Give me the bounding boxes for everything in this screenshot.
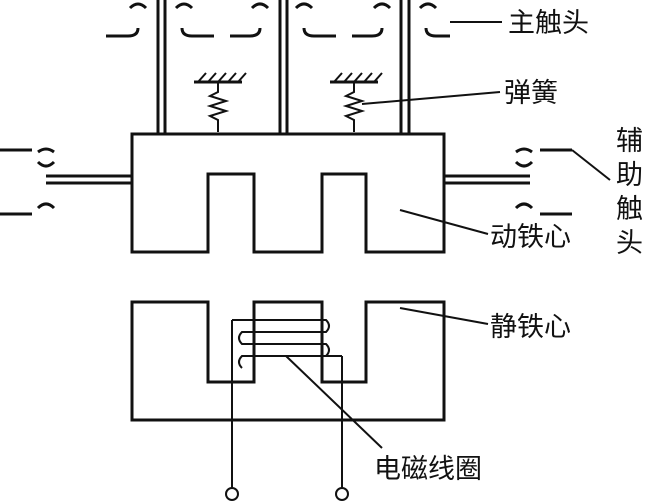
coil [225, 319, 349, 501]
static-core [130, 300, 446, 422]
label-aux-char-2: 助 [616, 160, 643, 191]
aux-contacts-left [0, 147, 132, 216]
main-contacts [106, 0, 450, 134]
aux-contacts-right [444, 147, 572, 216]
spring-left [194, 72, 247, 132]
label-static-core: 静铁心 [490, 312, 571, 343]
label-aux-char-3: 触 [616, 194, 643, 225]
label-main-contact: 主触头 [508, 8, 589, 39]
moving-core [130, 132, 446, 254]
label-aux-char-4: 头 [616, 228, 643, 259]
label-spring: 弹簧 [504, 78, 558, 109]
leader-lines [285, 21, 611, 449]
label-coil: 电磁线圈 [374, 454, 482, 485]
label-aux-char-1: 辅 [616, 126, 643, 157]
spring-right [330, 72, 383, 132]
label-moving-core: 动铁心 [490, 222, 571, 253]
